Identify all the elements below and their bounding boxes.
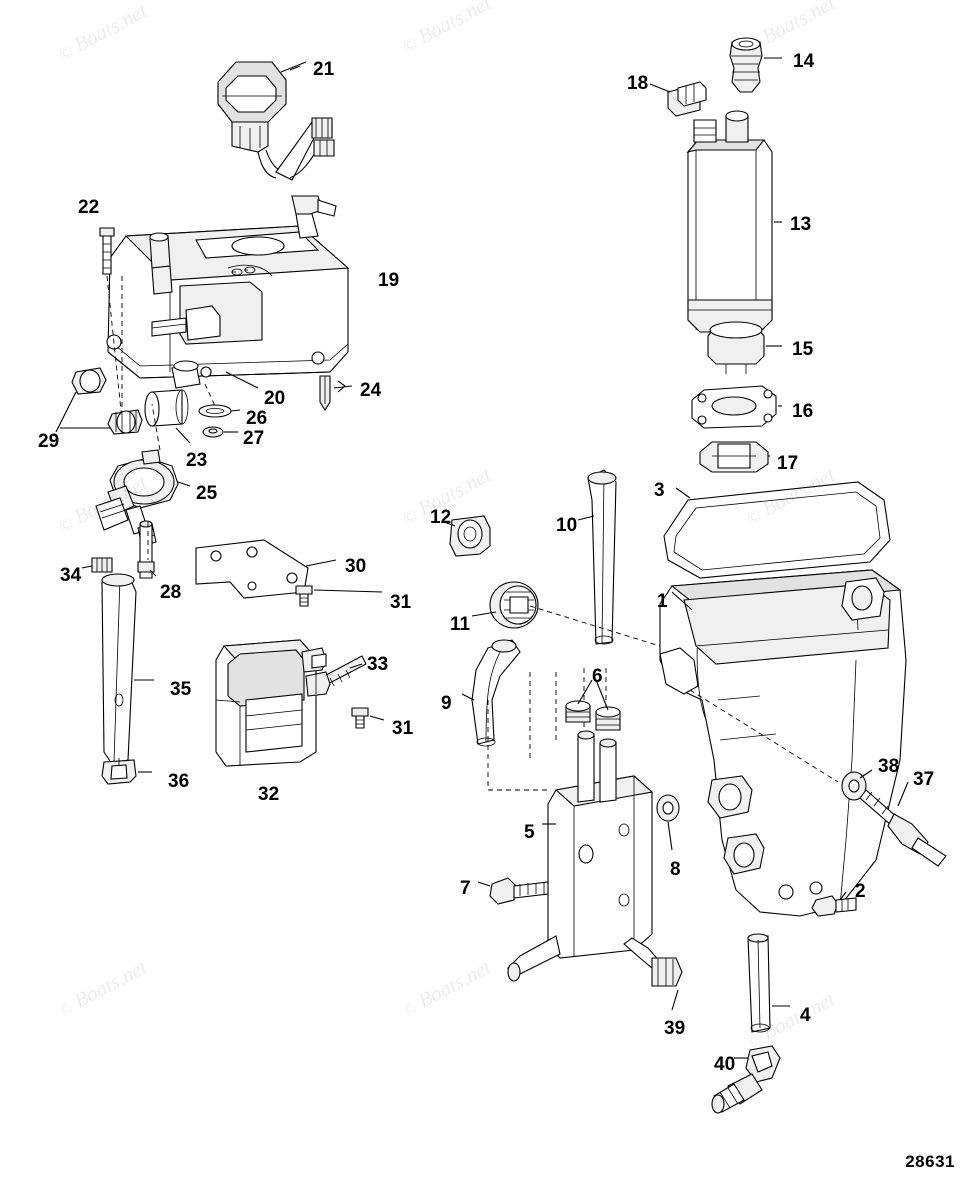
part-28-tube — [137, 520, 155, 579]
part-31-screw-a — [295, 585, 313, 607]
part-21-connector — [217, 61, 335, 181]
part-31-screw-b — [351, 707, 369, 729]
callout-29: 29 — [38, 431, 60, 452]
part-12-cap — [449, 515, 491, 557]
part-10-hose — [587, 469, 617, 645]
callout-2: 2 — [855, 881, 866, 902]
part-23-sleeve — [144, 389, 189, 427]
callout-26: 26 — [246, 408, 268, 429]
part-6-fittings — [565, 700, 621, 731]
part-34-clamp — [91, 557, 113, 573]
callout-31: 31 — [390, 592, 412, 613]
part-30-bracket — [195, 539, 309, 599]
callout-16: 16 — [792, 401, 814, 422]
callout-18: 18 — [627, 73, 649, 94]
part-29-grommets — [71, 367, 143, 435]
callout-20: 20 — [264, 388, 286, 409]
part-19-cover — [106, 195, 350, 389]
callout-12: 12 — [430, 507, 452, 528]
callout-9: 9 — [441, 693, 452, 714]
part-11-filter-cap — [489, 581, 539, 629]
callout-17: 17 — [777, 453, 799, 474]
callout-36: 36 — [168, 771, 190, 792]
callout-8: 8 — [670, 859, 681, 880]
part-15-cap — [707, 321, 765, 374]
part-25-regulator — [95, 449, 179, 547]
part-4-tube — [747, 933, 771, 1033]
part-35-hose — [101, 573, 137, 765]
part-27-washer — [202, 426, 224, 438]
part-24-pin — [319, 375, 331, 412]
part-37-bolt — [859, 789, 947, 867]
callout-39: 39 — [664, 1018, 686, 1039]
callout-24: 24 — [360, 380, 382, 401]
part-38-washer — [841, 771, 867, 801]
callout-23: 23 — [186, 450, 208, 471]
callout-32: 32 — [258, 784, 280, 805]
callout-3: 3 — [654, 480, 665, 501]
callout-15: 15 — [792, 339, 814, 360]
part-8-grommet — [656, 794, 680, 822]
part-16-plate — [691, 385, 777, 429]
callout-1: 1 — [657, 591, 668, 612]
part-32-module — [215, 639, 331, 767]
callout-25: 25 — [196, 483, 218, 504]
callout-33: 33 — [367, 654, 389, 675]
part-18-connector — [667, 81, 707, 117]
part-22-bolt — [99, 227, 115, 275]
part-3-gasket — [663, 481, 891, 579]
part-13-pump — [686, 110, 773, 333]
part-40-fitting — [711, 1045, 781, 1114]
callout-6: 6 — [592, 666, 603, 687]
callout-11: 11 — [450, 614, 471, 635]
part-7-bolt — [489, 877, 549, 905]
part-14-fitting — [729, 37, 763, 93]
callout-35: 35 — [170, 679, 192, 700]
callout-10: 10 — [556, 515, 578, 536]
drawing-number: 28631 — [905, 1152, 955, 1171]
part-17-grommet — [699, 441, 769, 473]
callout-40: 40 — [714, 1054, 736, 1075]
callout-34: 34 — [60, 565, 82, 586]
callout-5: 5 — [524, 822, 535, 843]
callout-21: 21 — [313, 59, 335, 80]
part-26-oring — [198, 404, 232, 418]
callout-7: 7 — [460, 878, 471, 899]
part-5-module — [507, 730, 683, 987]
callout-14: 14 — [793, 51, 815, 72]
callout-27: 27 — [243, 428, 265, 449]
callout-38: 38 — [878, 756, 900, 777]
part-9-hose — [471, 639, 521, 747]
callout-30: 30 — [345, 556, 367, 577]
callout-13: 13 — [790, 214, 812, 235]
callout-31: 31 — [392, 718, 414, 739]
callout-4: 4 — [800, 1005, 811, 1026]
part-2-screw — [811, 895, 857, 917]
callout-22: 22 — [78, 197, 100, 218]
callout-28: 28 — [160, 582, 182, 603]
callout-37: 37 — [913, 769, 935, 790]
part-1-tank — [659, 569, 907, 917]
callout-19: 19 — [378, 270, 400, 291]
part-36-clip — [101, 758, 137, 785]
